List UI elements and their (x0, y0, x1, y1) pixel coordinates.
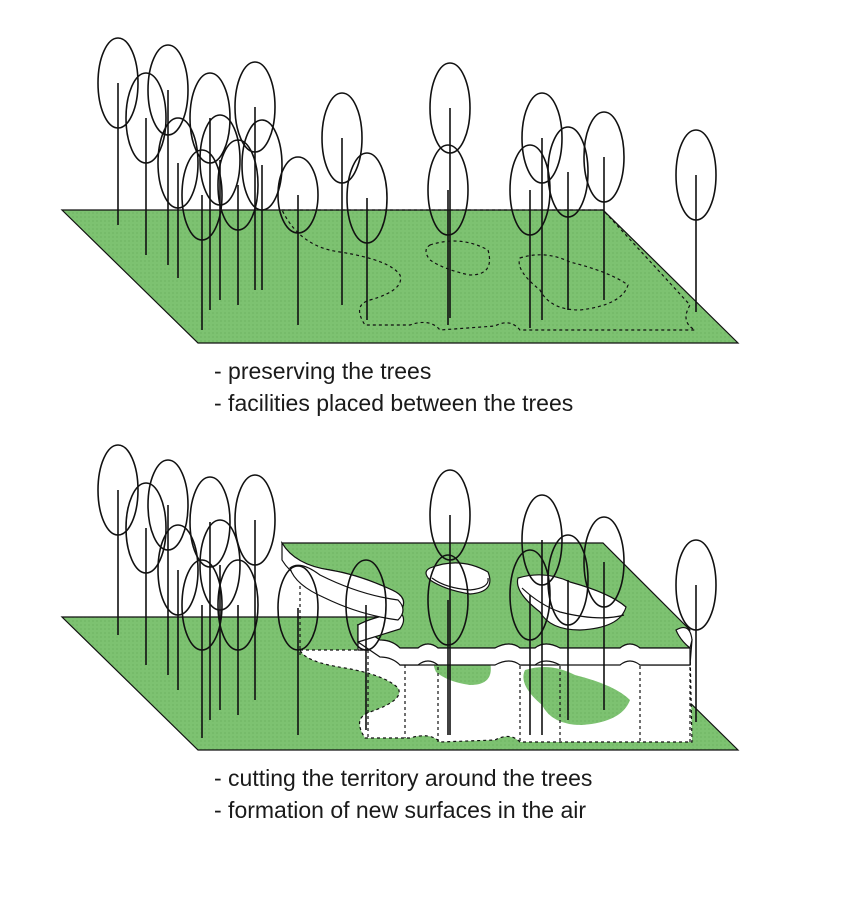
tree-crown (583, 111, 625, 203)
tree-crown (181, 149, 223, 241)
tree-crown (189, 476, 231, 568)
top-courtyard-outline (518, 254, 629, 311)
tree-icon (547, 126, 589, 310)
tree-crown (345, 559, 387, 651)
tree-crown (125, 482, 167, 574)
tree-icon (189, 476, 231, 720)
tree-crown (189, 72, 231, 164)
tree-icon (427, 144, 469, 325)
bottom-tree-group (97, 444, 717, 738)
tree-icon (521, 494, 563, 735)
tree-crown (234, 61, 276, 153)
tree-crown (157, 117, 199, 209)
tree-crown (217, 139, 259, 231)
slab-hole (516, 574, 627, 631)
tree-crown (277, 156, 319, 234)
tree-icon (521, 92, 563, 320)
tree-icon (147, 44, 189, 265)
tree-icon (241, 119, 283, 290)
tree-icon (277, 565, 319, 735)
tree-icon (277, 156, 319, 325)
tree-crown (427, 554, 469, 646)
top-diagram (60, 37, 740, 344)
tree-icon (157, 524, 199, 690)
tree-crown (277, 565, 319, 651)
slab-hole (425, 562, 491, 595)
tree-icon (147, 459, 189, 675)
tree-icon (321, 92, 363, 305)
tree-crown (241, 119, 283, 211)
tree-crown (547, 534, 589, 626)
tree-crown (217, 559, 259, 651)
tree-crown (429, 62, 471, 154)
tree-icon (675, 539, 717, 722)
tree-crown (427, 144, 469, 236)
tree-icon (234, 474, 276, 700)
tree-icon (217, 559, 259, 715)
tree-icon (97, 444, 139, 635)
bottom-caption: - cutting the territory around the trees… (214, 762, 592, 826)
tree-icon (345, 559, 387, 730)
tree-crown (97, 37, 139, 129)
tree-crown (321, 92, 363, 184)
tree-crown (583, 516, 625, 608)
tree-crown (521, 494, 563, 586)
tree-crown (509, 549, 551, 641)
tree-icon (97, 37, 139, 225)
tree-icon (675, 129, 717, 312)
top-caption: - preserving the trees - facilities plac… (214, 355, 573, 419)
top-facility-outline (281, 209, 696, 331)
tree-crown (675, 129, 717, 221)
tree-icon (125, 482, 167, 665)
top-courtyard-outline (425, 240, 491, 276)
tree-crown (346, 152, 388, 244)
tree-icon (429, 62, 471, 318)
tree-icon (217, 139, 259, 305)
raised-slab-edge (357, 623, 691, 666)
bottom-caption-line: - cutting the territory around the trees (214, 765, 593, 791)
tree-icon (583, 111, 625, 300)
tree-crown (234, 474, 276, 566)
tree-icon (547, 534, 589, 720)
tree-crown (157, 524, 199, 616)
bottom-support-lines (299, 580, 691, 742)
tree-icon (125, 72, 167, 255)
tree-crown (181, 559, 223, 651)
tree-crown (147, 459, 189, 551)
bottom-ground-patch (523, 666, 630, 725)
tree-crown (147, 44, 189, 136)
top-tree-group (97, 37, 717, 330)
tree-crown (521, 92, 563, 184)
slab-hole-edge (431, 577, 489, 591)
tree-icon (427, 554, 469, 735)
top-caption-line: - facilities placed between the trees (214, 390, 574, 416)
top-caption-line: - preserving the trees (214, 358, 432, 384)
tree-crown (675, 539, 717, 631)
tree-crown (125, 72, 167, 164)
tree-icon (157, 117, 199, 278)
tree-crown (429, 469, 471, 561)
tree-crown (547, 126, 589, 218)
tree-icon (509, 549, 551, 735)
slab-hole-edge (521, 587, 625, 619)
tree-icon (234, 61, 276, 290)
bottom-caption-line: - formation of new surfaces in the air (214, 797, 586, 823)
tree-crown (97, 444, 139, 536)
tree-icon (583, 516, 625, 710)
tree-crown (199, 519, 241, 611)
tree-icon (181, 559, 223, 738)
tree-icon (181, 149, 223, 330)
top-ground-plane (60, 209, 740, 344)
bottom-diagram (60, 444, 740, 751)
tree-icon (346, 152, 388, 320)
slab-notch (675, 627, 693, 650)
tree-icon (429, 469, 471, 735)
tree-icon (189, 72, 231, 310)
